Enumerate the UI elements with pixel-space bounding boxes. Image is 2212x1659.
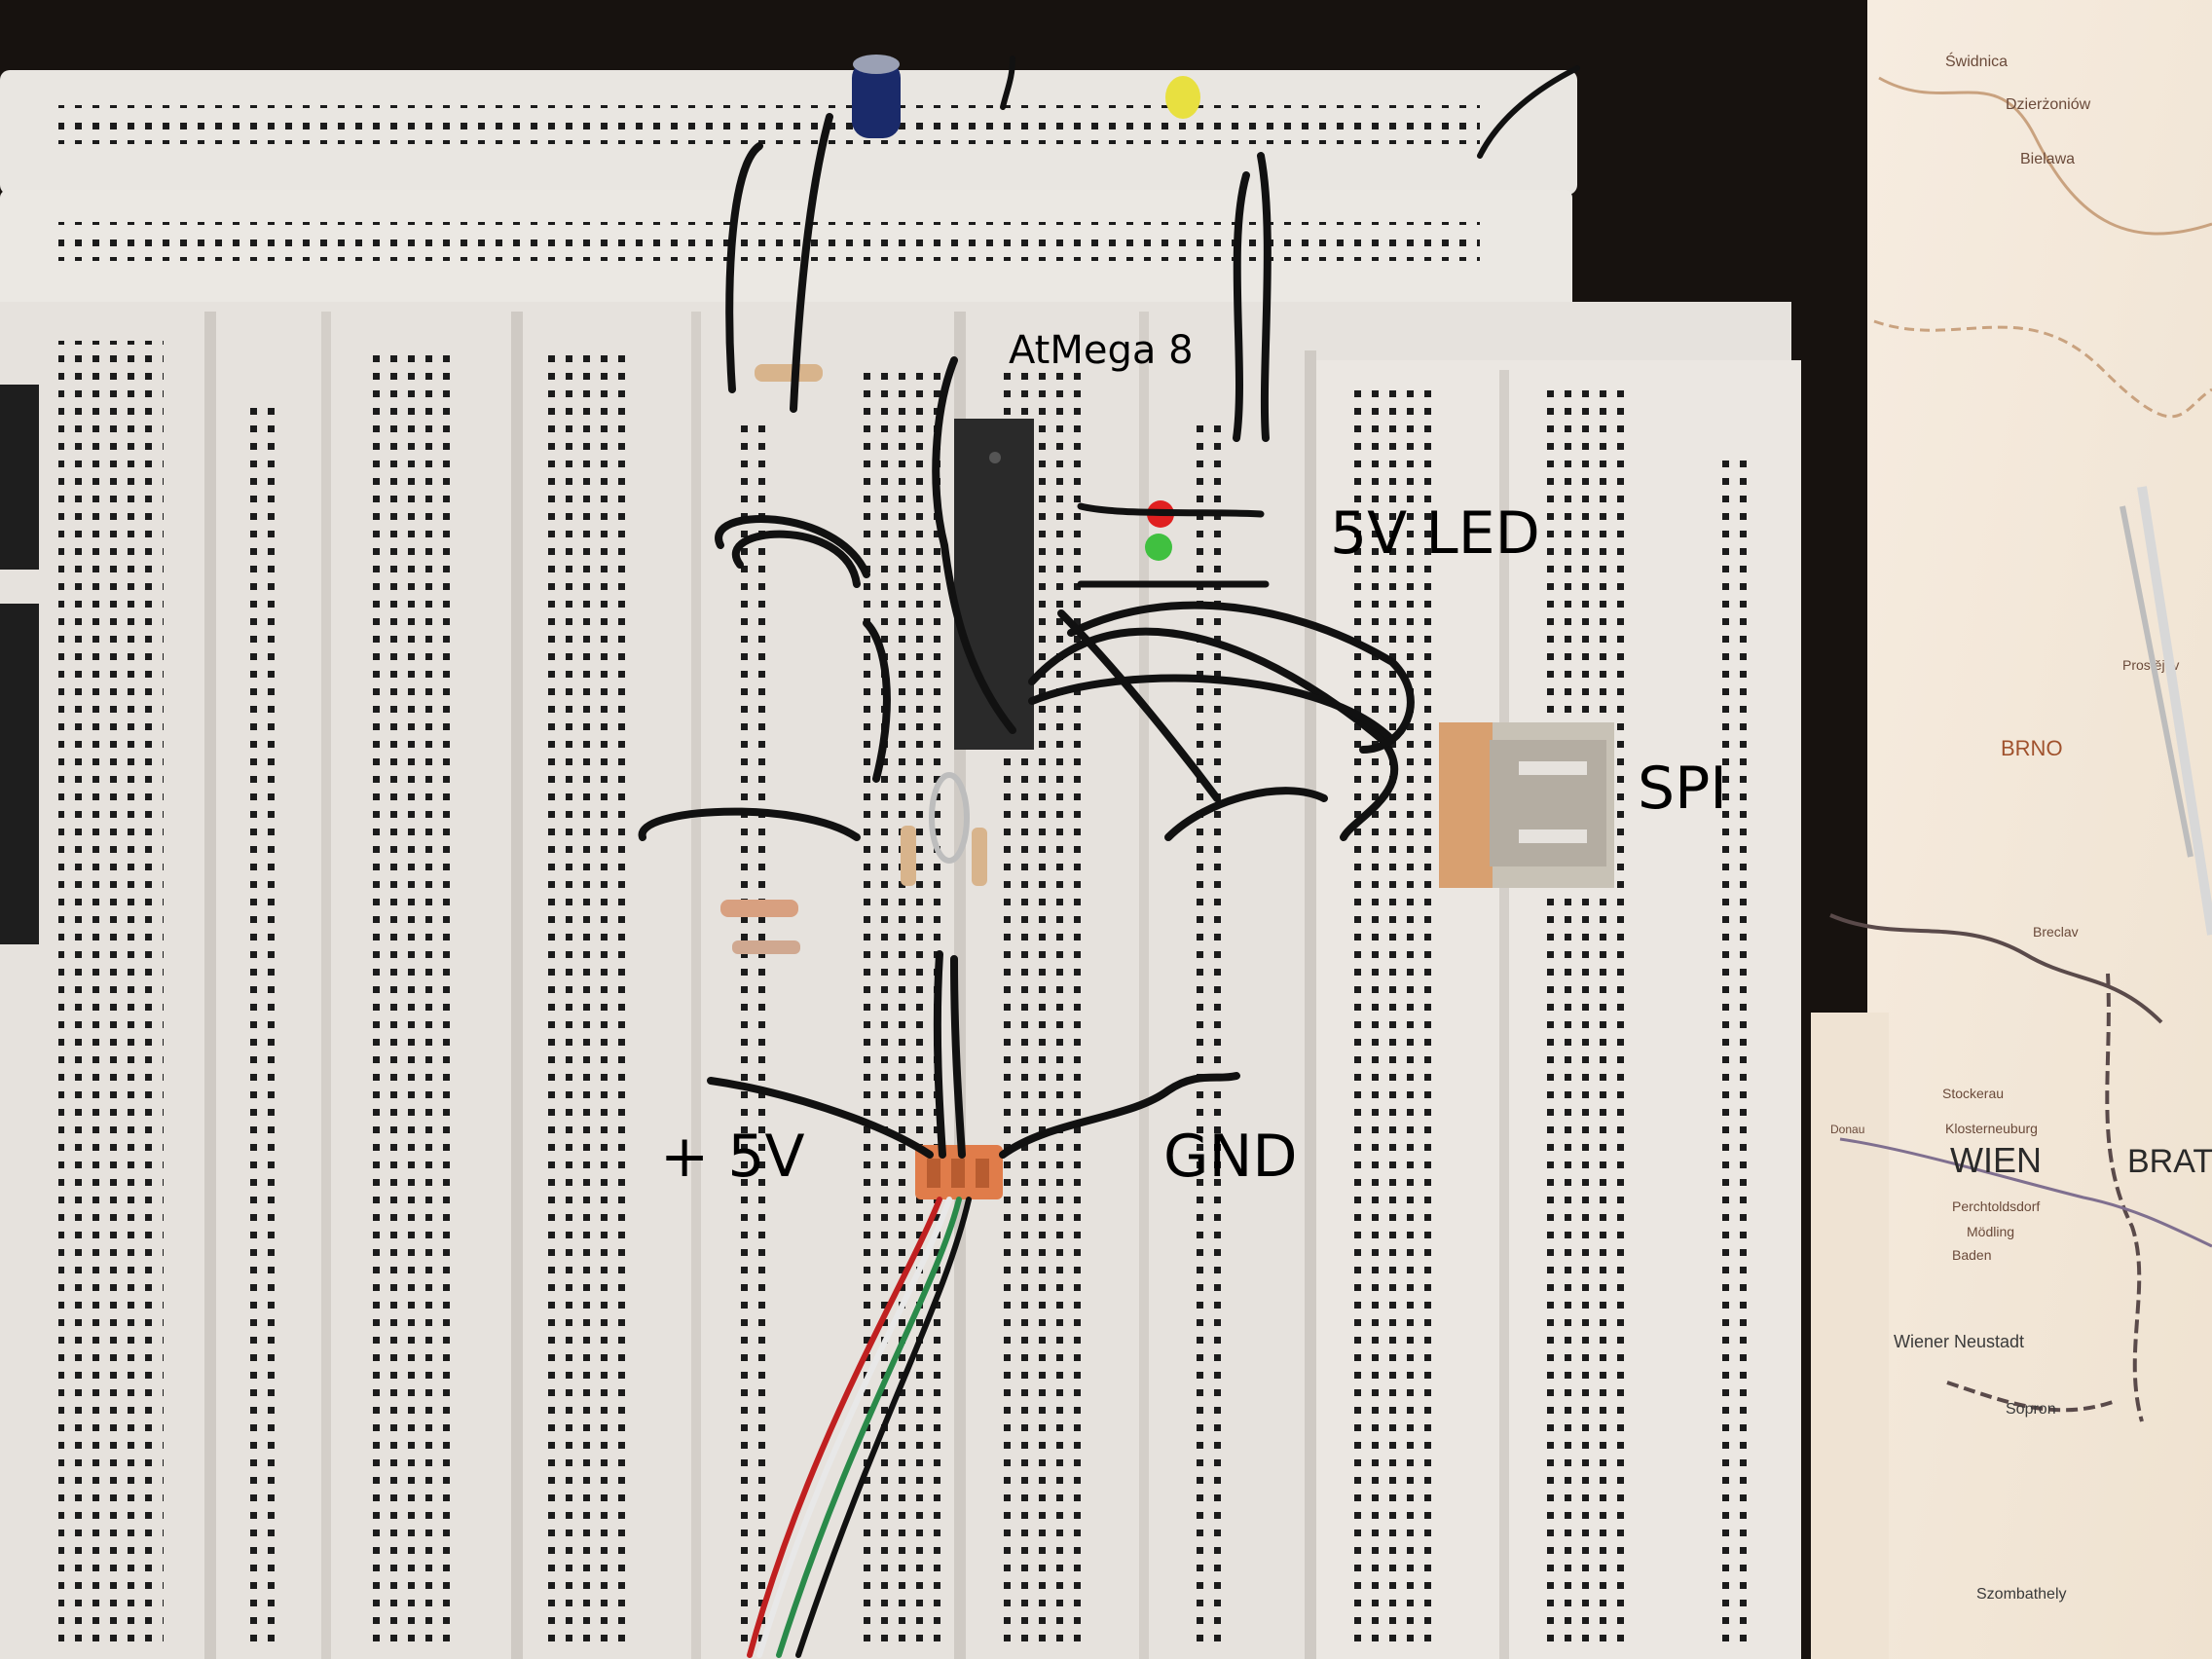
components xyxy=(720,55,1614,1199)
resistor xyxy=(972,828,987,886)
map-label-wien: WIEN xyxy=(1950,1140,2042,1180)
map-label-town: Szombathely xyxy=(1976,1586,2067,1603)
map-sheet: WIEN BRATI BRNO Świdnica Dzierżoniów Bie… xyxy=(1811,0,2212,1659)
map-label-town: Perchtoldsdorf xyxy=(1952,1198,2040,1214)
gnd-label: GND xyxy=(1163,1123,1298,1191)
atmega-label: AtMega 8 xyxy=(1009,328,1194,373)
resistor xyxy=(732,940,800,954)
spi-label: SPI xyxy=(1638,755,1727,823)
breadboard xyxy=(0,70,1801,1659)
led-yellow xyxy=(1165,76,1200,119)
atmega8-chip xyxy=(954,419,1034,750)
map-label-town: Baden xyxy=(1952,1247,1991,1263)
resistor xyxy=(901,826,916,886)
map-label-town: Mödling xyxy=(1967,1224,2014,1239)
map-label-town: Stockerau xyxy=(1942,1086,2004,1101)
map-label-town: Wiener Neustadt xyxy=(1894,1332,2024,1351)
led-green xyxy=(1145,534,1172,561)
map-label-town: Dzierżoniów xyxy=(2006,96,2091,113)
map-label-bratislava: BRATI xyxy=(2127,1143,2212,1180)
map-label-town: Bielawa xyxy=(2020,151,2075,167)
map-label-town: Sopron xyxy=(2006,1401,2056,1418)
crystal xyxy=(929,772,970,864)
map-label-town: Klosterneuburg xyxy=(1945,1121,2038,1136)
map-label-brno: BRNO xyxy=(2001,736,2063,760)
resistor xyxy=(720,900,798,917)
usb-socket xyxy=(1439,722,1614,888)
map-label-town: Breclav xyxy=(2033,924,2079,940)
capacitor xyxy=(852,60,901,138)
wires xyxy=(638,55,1580,1658)
plus-5v-label: + 5V xyxy=(660,1123,805,1191)
resistor xyxy=(755,364,823,382)
map-label-town: Świdnica xyxy=(1945,52,2008,70)
map-label-river: Donau xyxy=(1830,1123,1864,1136)
led-label: 5V LED xyxy=(1330,499,1540,568)
